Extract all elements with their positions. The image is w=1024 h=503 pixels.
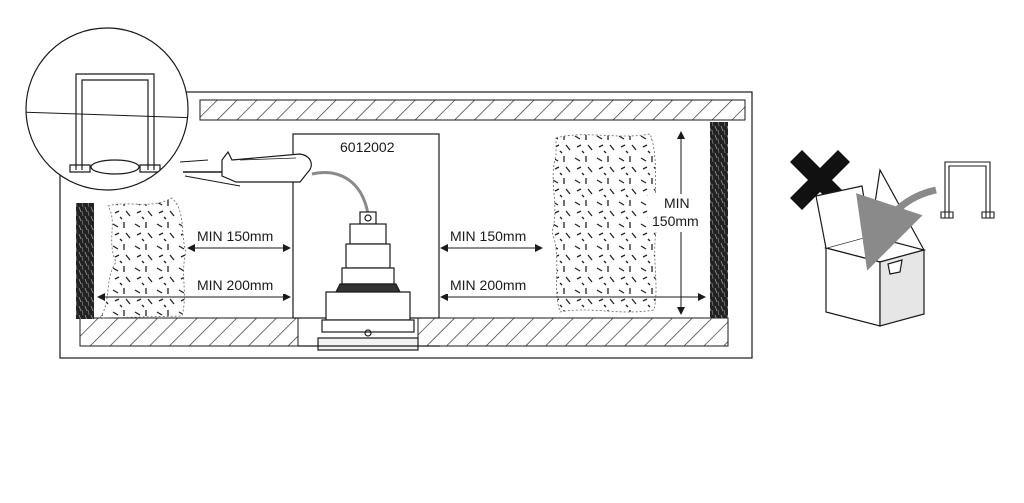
product-code: 6012002	[340, 139, 395, 155]
label-left-200: MIN 200mm	[197, 277, 273, 293]
right-wall	[710, 122, 728, 318]
left-wall	[76, 203, 94, 319]
label-vertical-min: MIN	[664, 195, 690, 211]
driver-unit	[183, 150, 370, 215]
lower-ceiling-board-right	[417, 317, 729, 347]
insulation-left	[99, 197, 187, 319]
upper-joist	[199, 99, 746, 121]
downlight-fixture	[298, 211, 440, 351]
cover-bracket-icon	[940, 161, 995, 219]
lower-ceiling-board-left	[79, 317, 299, 347]
driver-cable	[311, 171, 370, 215]
box-icon	[815, 168, 927, 327]
detail-magnifier	[25, 27, 189, 191]
arrow-icon	[856, 186, 937, 271]
ceiling-section	[59, 91, 753, 359]
label-left-150: MIN 150mm	[197, 228, 273, 244]
no-cover-instruction	[790, 150, 995, 327]
detail-leader	[179, 159, 209, 163]
label-right-150: MIN 150mm	[450, 228, 526, 244]
label-right-200: MIN 200mm	[450, 277, 526, 293]
label-vertical-150: 150mm	[652, 213, 699, 229]
insulation-right	[551, 133, 659, 313]
bracket-icon	[69, 73, 161, 175]
